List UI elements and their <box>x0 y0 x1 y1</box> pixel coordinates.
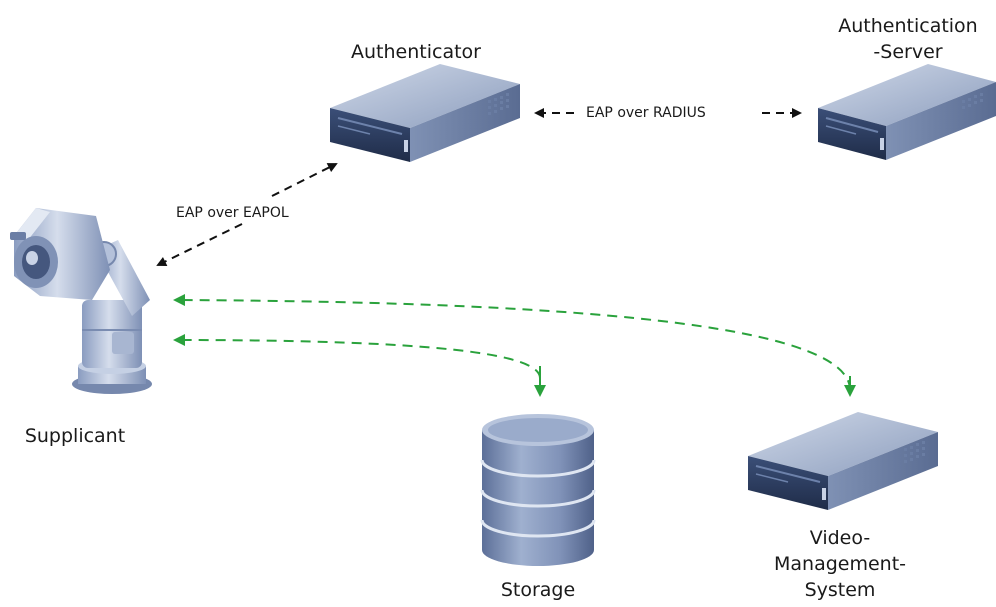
supplicant-label: Supplicant <box>24 425 126 447</box>
authentication-server-icon <box>818 64 996 160</box>
supplicant-camera-icon <box>10 208 152 394</box>
eap-eapol-link <box>156 223 243 266</box>
eap-eapol-link-upper <box>271 163 338 197</box>
auth-server-label-line2: -Server <box>873 41 943 63</box>
auth-server-label-line1: Authentication <box>838 15 978 37</box>
vms-label-line3: System <box>804 579 876 601</box>
storage-label: Storage <box>500 579 576 601</box>
eap-radius-label: EAP over RADIUS <box>586 105 706 121</box>
vms-data-link <box>173 294 851 391</box>
authenticator-server-icon <box>330 64 520 162</box>
vms-label-line2: Management- <box>773 553 907 575</box>
storage-data-link <box>173 334 541 379</box>
vms-label-line1: Video- <box>809 527 871 549</box>
video-management-server-icon <box>748 412 938 510</box>
eap-eapol-label: EAP over EAPOL <box>176 205 289 221</box>
authenticator-label: Authenticator <box>351 41 481 63</box>
storage-database-icon <box>480 414 596 566</box>
